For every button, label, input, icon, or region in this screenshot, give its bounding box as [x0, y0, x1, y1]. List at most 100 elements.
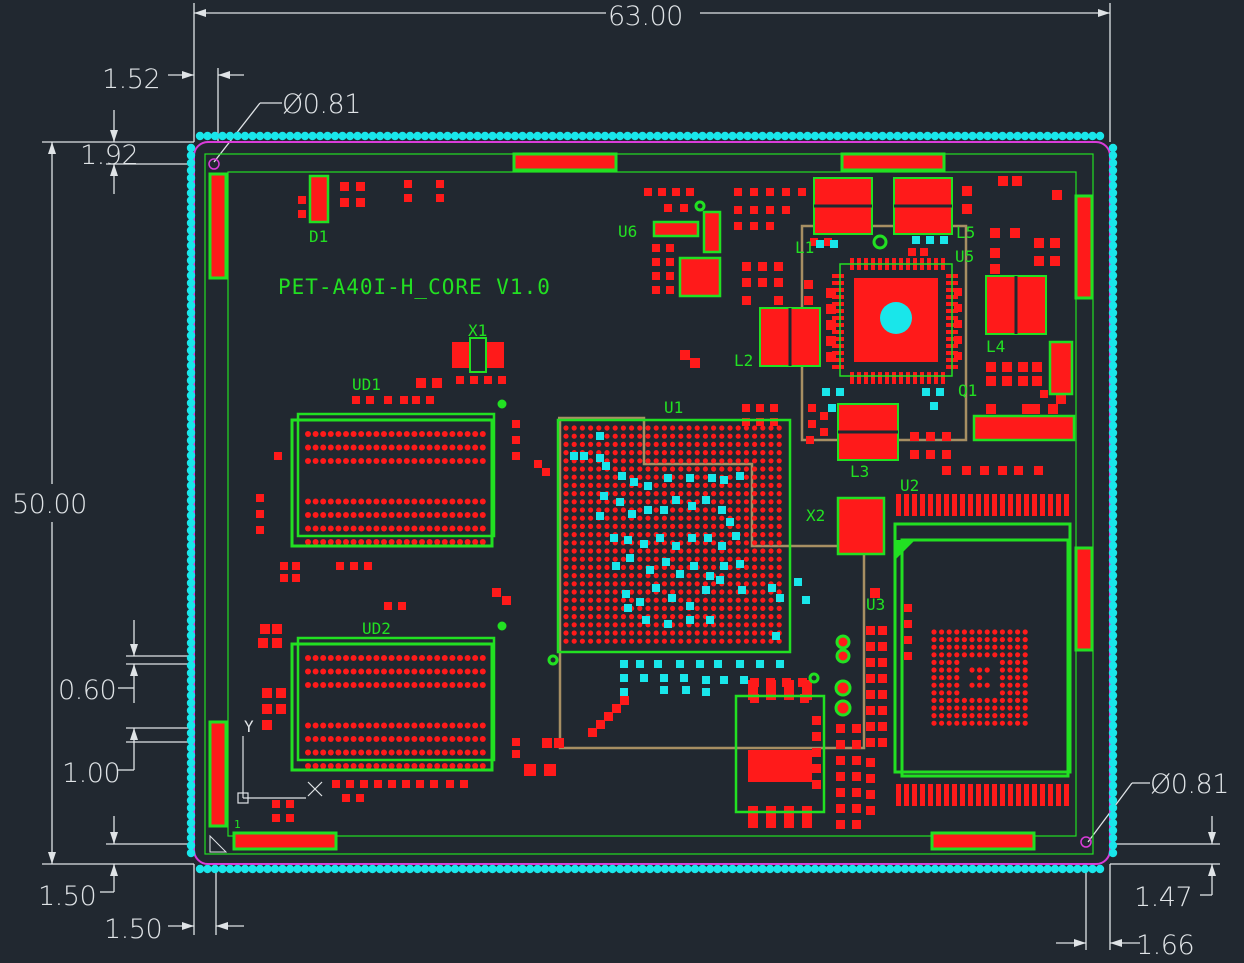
edge-pad	[1035, 131, 1045, 141]
bga-ball	[571, 540, 577, 546]
memory-ball	[449, 655, 456, 661]
bga-ball	[571, 589, 577, 595]
edge-pad	[1108, 706, 1118, 715]
bga-ball	[637, 523, 643, 530]
bga-ball	[760, 548, 766, 554]
passive-pad	[878, 658, 887, 667]
bga-ball	[702, 450, 709, 456]
bga-ball	[612, 507, 618, 513]
memory-ud2	[290, 636, 496, 772]
edge-pad	[186, 496, 196, 505]
bga-ball	[588, 474, 594, 480]
passive-pad	[852, 724, 861, 733]
passive-pad	[866, 758, 875, 767]
bga-ball	[596, 466, 602, 472]
bga-ball	[604, 499, 610, 505]
memory-ball	[312, 498, 319, 505]
bga-ball	[760, 425, 766, 431]
bga-ball	[735, 614, 741, 620]
pmic-u5	[839, 263, 953, 377]
memory-ball	[449, 539, 456, 545]
memory-ball	[441, 763, 448, 769]
memory-ball	[358, 668, 365, 675]
bga-ball	[678, 523, 684, 530]
bga-ball	[719, 597, 725, 603]
emmc-ball	[1015, 644, 1021, 650]
passive-pad	[690, 358, 700, 368]
bga-ball	[776, 491, 782, 497]
bga-ball	[678, 450, 684, 456]
bga-ball	[563, 515, 569, 521]
edge-pad	[186, 376, 196, 385]
bga-ball	[768, 597, 774, 603]
bga-ball	[686, 630, 692, 636]
edge-pad	[1108, 848, 1118, 858]
memory-ball	[441, 512, 448, 518]
bga-ball	[752, 589, 758, 595]
bga-ball	[579, 605, 586, 612]
passive-pad	[878, 626, 887, 635]
edge-pad	[1108, 256, 1118, 265]
bga-ball	[596, 605, 602, 612]
via	[716, 576, 724, 584]
edge-pad	[186, 391, 196, 400]
memory-ball	[419, 722, 425, 729]
passive-pad	[1050, 256, 1060, 266]
bga-ball	[776, 474, 782, 480]
edge-pad	[795, 864, 805, 874]
edge-pad	[690, 131, 700, 141]
emmc-pin	[912, 784, 917, 806]
bga-ball	[735, 548, 741, 554]
ref-u3: U3	[866, 595, 885, 614]
passive-pad	[742, 262, 751, 271]
regulator-leg	[748, 680, 758, 700]
bga-ball	[752, 638, 758, 644]
passive-pad	[954, 304, 962, 312]
memory-ball	[426, 682, 433, 688]
edge-pad	[930, 131, 940, 141]
memory-ball	[472, 655, 479, 661]
origin-axes	[237, 736, 323, 804]
via	[718, 506, 726, 514]
memory-ball	[396, 668, 403, 675]
bga-ball	[563, 507, 569, 513]
edge-pad	[1108, 241, 1118, 250]
passive-pad	[942, 432, 951, 441]
ref-x2: X2	[806, 506, 825, 525]
bga-ball	[670, 507, 676, 513]
bga-ball	[743, 581, 750, 587]
bga-ball	[620, 466, 627, 472]
edge-pad	[668, 131, 677, 141]
emmc-ball	[954, 720, 960, 726]
memory-ball	[327, 458, 334, 464]
memory-ball	[403, 655, 410, 661]
passive-pad	[286, 814, 294, 822]
bga-ball	[637, 515, 643, 521]
edge-pad	[186, 211, 196, 220]
emmc-ball	[999, 667, 1006, 673]
passive-pad	[374, 780, 382, 788]
via	[664, 620, 672, 628]
bga-ball	[702, 474, 709, 480]
bga-ball	[686, 491, 692, 497]
memory-ball	[449, 668, 456, 675]
bga-ball	[637, 614, 643, 620]
memory-ball	[320, 749, 327, 756]
via	[696, 660, 704, 668]
bga-ball	[563, 556, 569, 562]
bga-ball	[637, 433, 643, 439]
memory-ball	[472, 525, 479, 532]
passive-pad	[866, 722, 875, 731]
memory-ball	[373, 763, 380, 769]
edge-pad	[1035, 864, 1045, 874]
bga-ball	[727, 466, 733, 472]
bga-ball	[563, 441, 569, 447]
bga-ball	[727, 605, 733, 612]
passive-pad	[436, 194, 444, 202]
edge-pad	[186, 503, 196, 513]
edge-pad	[1108, 443, 1118, 453]
via	[702, 688, 710, 696]
passive-pad	[742, 278, 751, 287]
emmc-ball	[999, 644, 1006, 650]
memory-ball	[411, 736, 418, 742]
